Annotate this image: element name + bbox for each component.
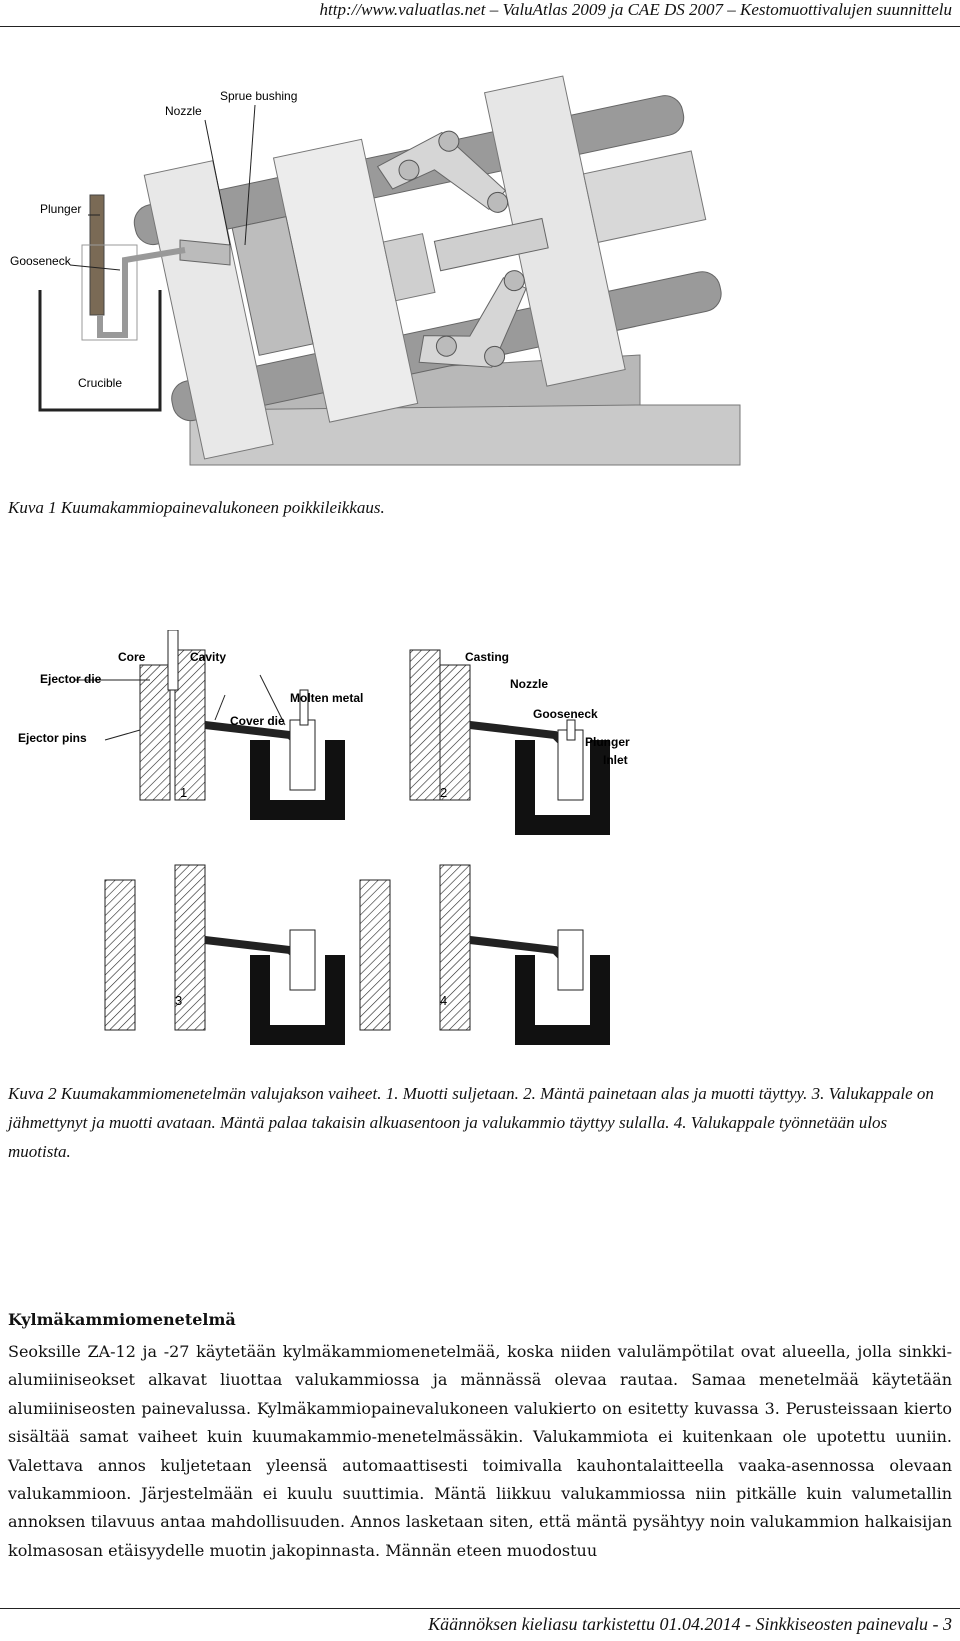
section-paragraph: Seoksille ZA-12 ja -27 käytetään kylmäka…	[8, 1342, 952, 1560]
stage-3: 3	[104, 864, 345, 1045]
step-number-2: 2	[440, 785, 447, 800]
figure-1-caption: Kuva 1 Kuumakammiopainevalukoneen poikki…	[8, 498, 385, 517]
stage-1: 1	[139, 630, 345, 820]
label-ejector-die: Ejector die	[40, 672, 102, 686]
footer-text: Käännöksen kieliasu tarkistettu 01.04.20…	[428, 1614, 952, 1634]
section-title: Kylmäkammiomenetelmä	[8, 1310, 236, 1329]
figure-2-process-stages: 1 2 3 4 Core Cavity Ejector die Molten m…	[18, 630, 630, 1045]
label-plunger: Plunger	[40, 202, 81, 216]
label-crucible: Crucible	[78, 376, 122, 390]
label-inlet: Inlet	[603, 753, 628, 767]
page-header: http://www.valuatlas.net – ValuAtlas 200…	[0, 0, 960, 28]
figure-1-machine-illustration: Nozzle Sprue bushing Plunger Gooseneck C…	[10, 75, 741, 466]
label-cover-die: Cover die	[230, 714, 285, 728]
header-rule	[0, 26, 960, 27]
label-nozzle: Nozzle	[165, 104, 202, 118]
label-plunger-2: Plunger	[585, 735, 630, 749]
step-number-3: 3	[175, 993, 182, 1008]
footer-rule	[0, 1608, 960, 1609]
step-number-1: 1	[180, 785, 187, 800]
label-sprue-bushing: Sprue bushing	[220, 89, 297, 103]
label-gooseneck-2: Gooseneck	[533, 707, 598, 721]
step-number-4: 4	[440, 993, 447, 1008]
figure-2-caption: Kuva 2 Kuumakammiomenetelmän valujakson …	[8, 1084, 934, 1161]
stage-4: 4	[359, 864, 610, 1045]
label-gooseneck: Gooseneck	[10, 254, 72, 268]
label-ejector-pins: Ejector pins	[18, 731, 87, 745]
label-core: Core	[118, 650, 146, 664]
label-nozzle-2: Nozzle	[510, 677, 548, 691]
label-cavity: Cavity	[190, 650, 226, 664]
label-casting: Casting	[465, 650, 509, 664]
label-molten-metal: Molten metal	[290, 691, 363, 705]
header-text: http://www.valuatlas.net – ValuAtlas 200…	[319, 0, 952, 19]
stage-2: 2	[409, 649, 610, 835]
